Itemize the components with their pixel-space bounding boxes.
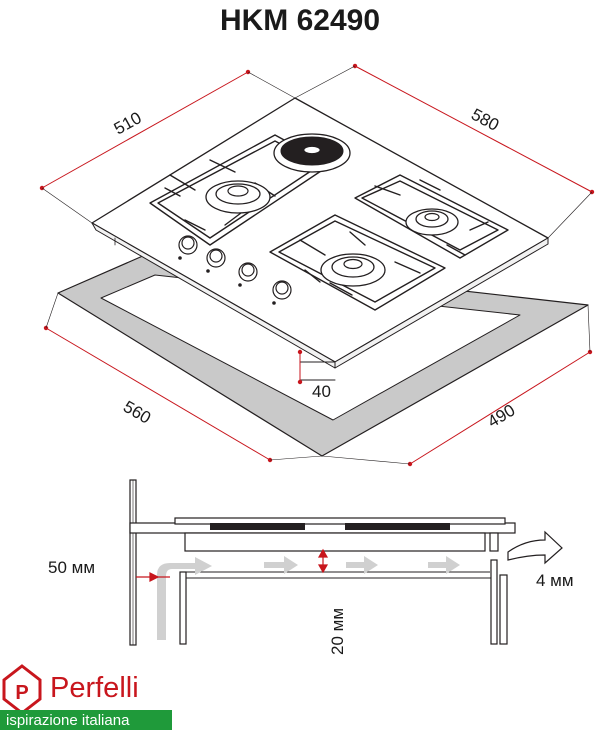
label-height: 40 [312,382,331,401]
knob-4 [272,280,292,305]
knob-2 [206,248,226,273]
section-dimensions [136,548,329,582]
knob-3 [238,262,258,287]
label-side-gap: 4 мм [536,571,574,590]
control-knobs [178,235,292,305]
cabinet [179,559,508,645]
dimension-line-510 [39,69,296,224]
label-hob-depth: 510 [111,108,145,138]
airflow-arrow-intake [157,557,212,640]
gas-burner-rear-left [205,180,271,214]
airflow-arrow-4 [428,556,460,574]
logo-letter: P [15,682,28,704]
airflow-arrows [157,556,460,640]
knob-1 [178,235,198,260]
gas-burner-front [320,253,386,287]
model-title: HKM 62490 [220,4,380,37]
airflow-arrow-2 [264,556,298,574]
dimension-line-50mm [136,572,170,582]
left-wall [129,479,137,646]
hob-body [174,517,506,552]
dimension-line-580 [294,63,595,239]
label-front-clearance: 50 мм [48,558,95,577]
exhaust-arrow [507,530,563,565]
dimension-line-560 [43,292,323,463]
airflow-arrow-3 [346,556,378,574]
brand-tagline: ispirazione italiana [6,712,130,729]
label-bottom-clearance: 20 мм [328,608,347,655]
cross-section [129,479,516,646]
dimension-line-490 [321,304,593,467]
brand-tagline-bar: ispirazione italiana [0,710,172,730]
dimension-lines [39,63,595,467]
dimension-line-20mm [317,548,329,574]
brand-name: Perfelli [50,672,139,704]
label-hob-width: 580 [468,105,502,135]
gas-burner-right [405,208,459,236]
label-cutout-depth: 490 [484,401,518,432]
brand-logo: P Perfelli [2,664,139,715]
electric-hotplate [273,133,351,173]
label-cutout-width: 560 [120,397,154,428]
logo-mark: P [2,664,42,715]
